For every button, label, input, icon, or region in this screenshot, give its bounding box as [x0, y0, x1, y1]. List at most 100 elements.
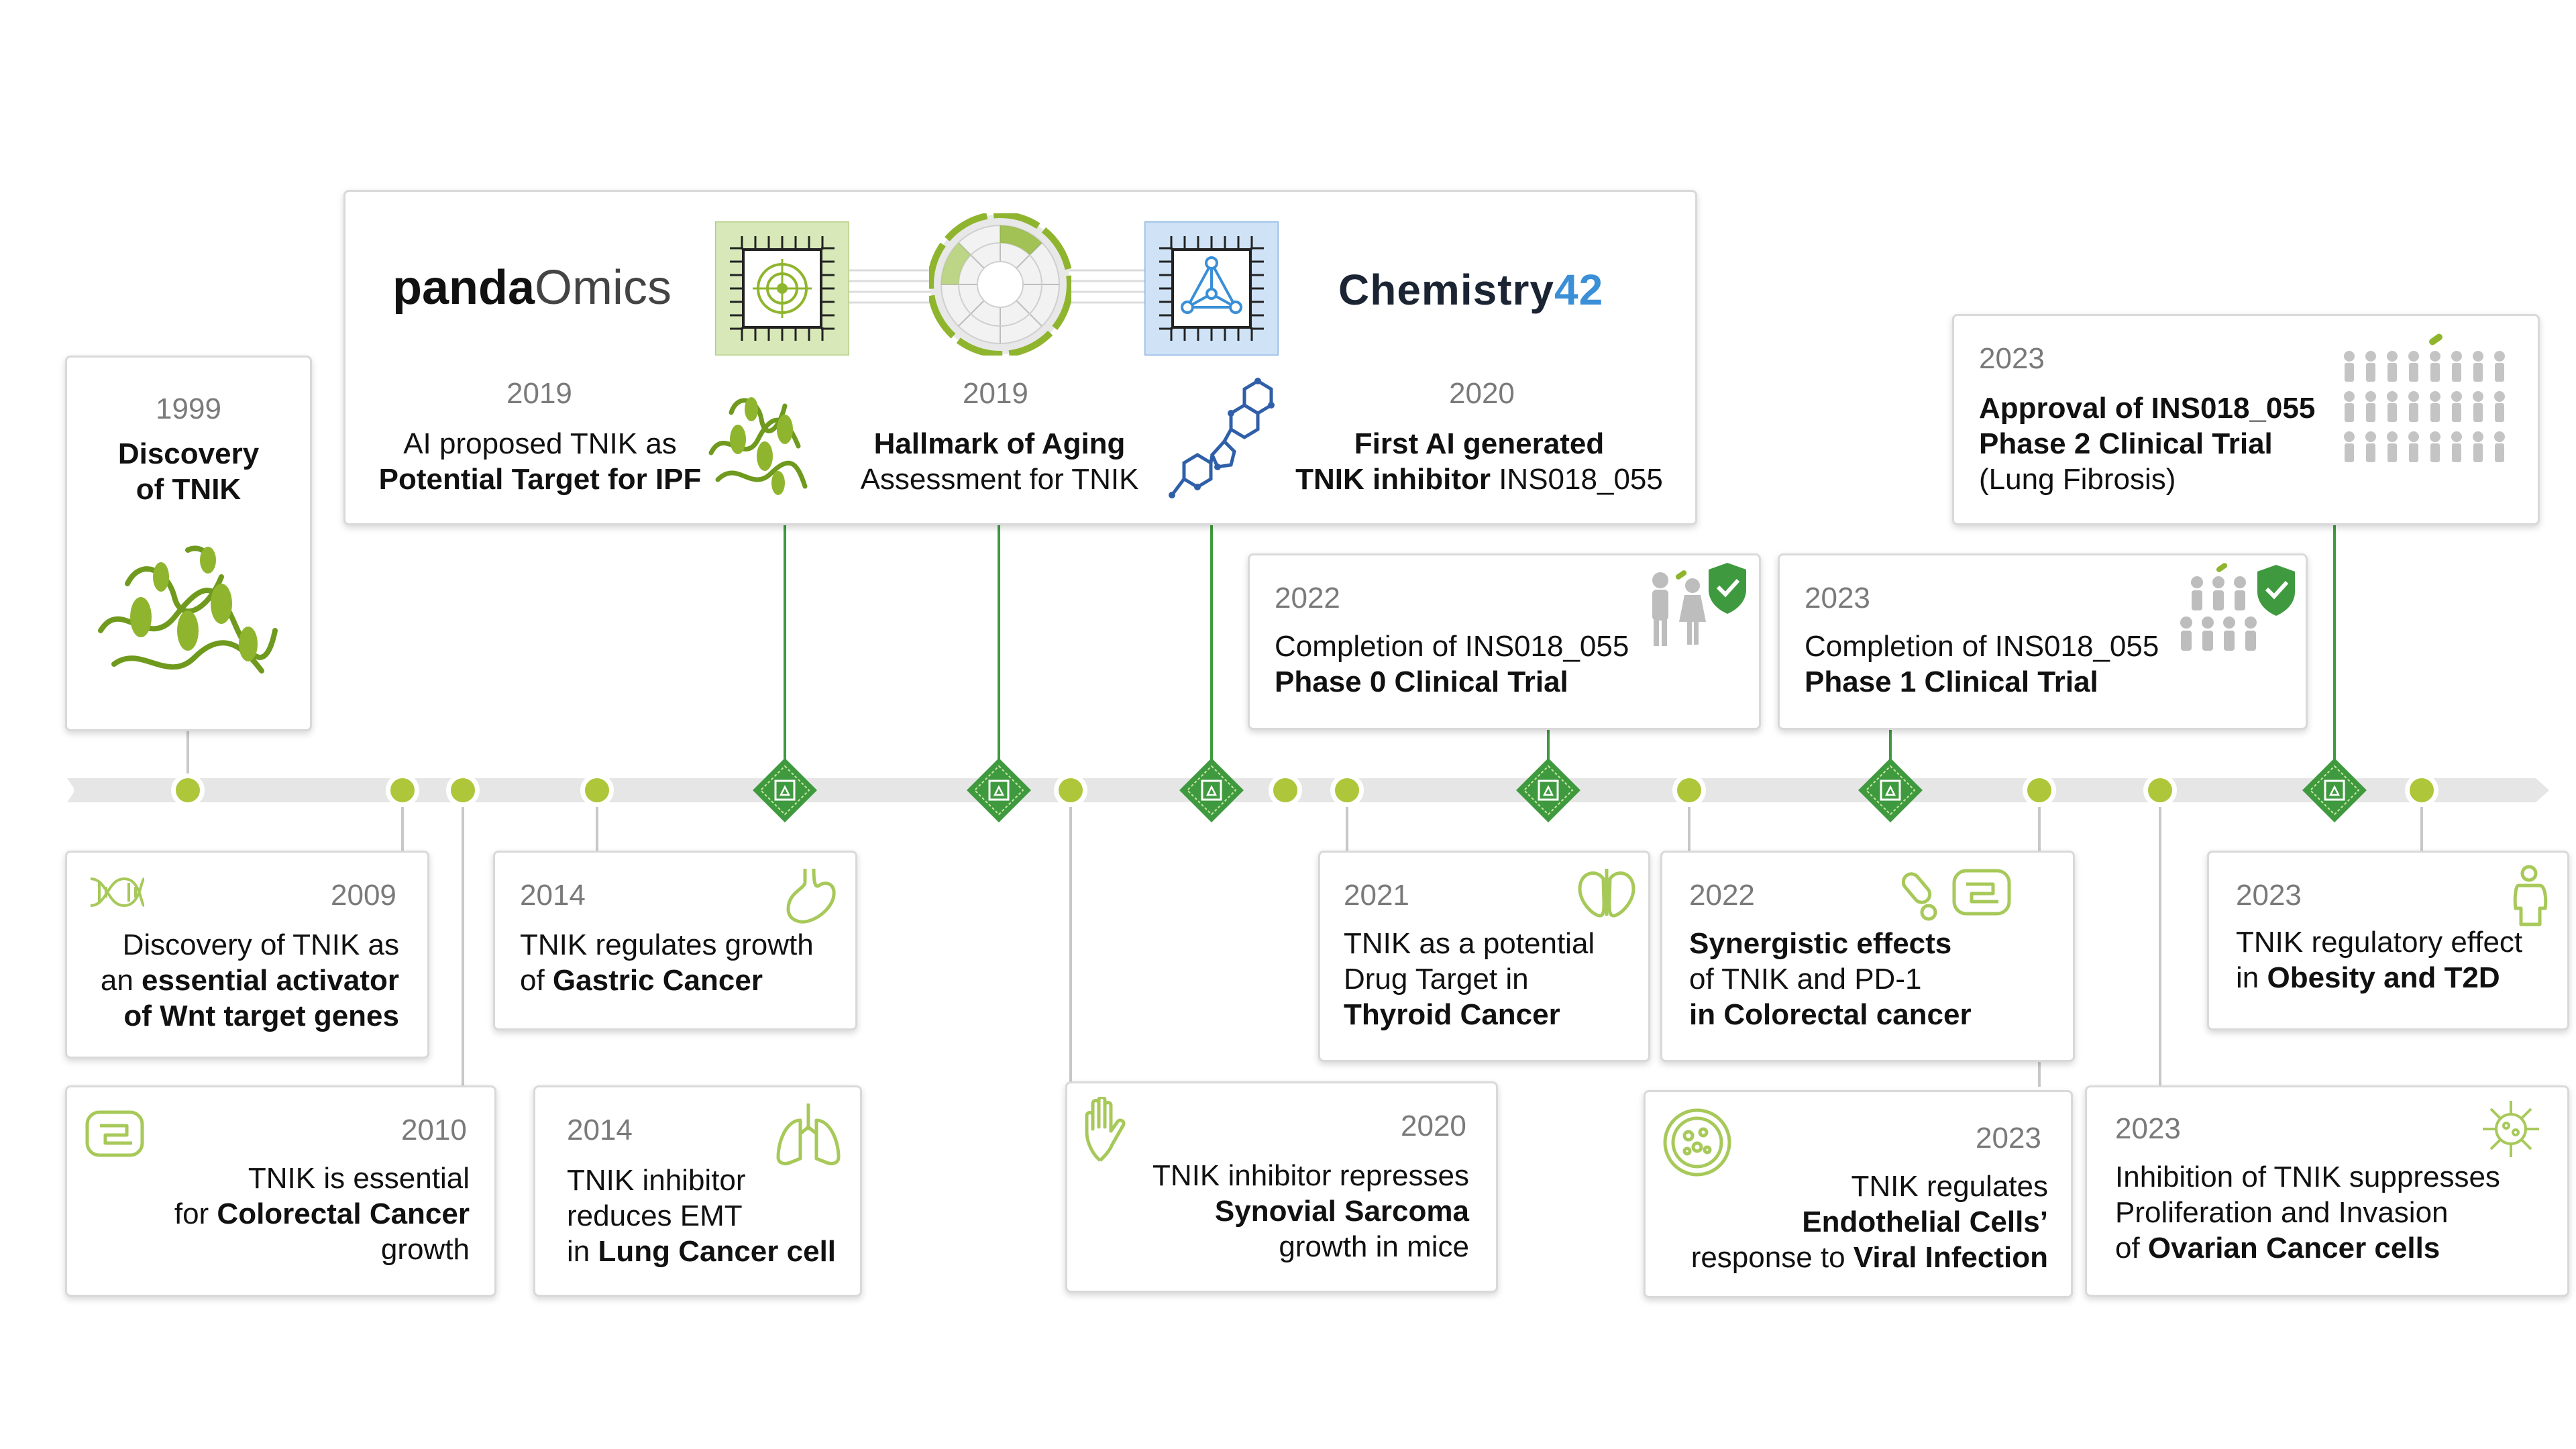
chemistry42-logo-part2: 42	[1554, 266, 1604, 314]
event-year: 2023	[1805, 582, 1870, 614]
event-year: 2022	[1689, 879, 1755, 912]
people-shield-icon	[1652, 563, 1746, 646]
pills-intestine-icon	[1902, 869, 2011, 921]
event-card-2014-gastric	[493, 851, 857, 1030]
event-line: (Lung Fibrosis)	[1979, 463, 2176, 496]
event-card-2022-synergistic	[1660, 851, 2075, 1062]
connector-2023-phase1	[1889, 730, 1892, 766]
event-line: of TNIK	[136, 473, 241, 506]
event-card-2020-sarcoma	[1065, 1081, 1498, 1293]
chemistry42-logo-part1: Chemistry	[1338, 266, 1554, 314]
event-card-2009	[65, 851, 429, 1059]
timeline-dot-2020b	[1269, 773, 1302, 807]
event-line: Approval of INS018_055	[1979, 392, 2316, 425]
event-text-ipf: AI proposed TNIK as Potential Target for…	[366, 426, 714, 497]
connector-2009	[401, 795, 404, 852]
event-line: TNIK regulates	[1851, 1170, 2048, 1203]
connector-2019-ipf	[784, 525, 786, 766]
connector-2020-sarcoma	[1069, 795, 1072, 1083]
event-year: 2023	[2115, 1112, 2181, 1145]
event-year: 2023	[1979, 342, 2045, 375]
cell-dish-icon	[1663, 1108, 1731, 1177]
chemistry42-logo: Chemistry42	[1338, 265, 1603, 315]
lungs-icon	[776, 1104, 841, 1166]
event-text-phase2: Approval of INS018_055 Phase 2 Clinical …	[1979, 390, 2315, 497]
connector-2023-ovarian	[2159, 795, 2161, 1087]
event-line-bold: TNIK inhibitor	[1295, 463, 1491, 496]
thyroid-icon	[1578, 869, 1635, 918]
people-group-shield-icon	[2180, 563, 2295, 651]
event-line: Discovery	[117, 437, 260, 470]
event-line: Endothelial Cells’	[1802, 1205, 2048, 1238]
event-year: 1999	[156, 392, 221, 425]
connector-2023-obesity	[2420, 795, 2423, 852]
pandaomics-logo-part2: Omics	[535, 261, 672, 315]
event-text-2023-ovarian: Inhibition of TNIK suppresses Proliferat…	[2115, 1159, 2500, 1266]
aging-wheel-icon	[929, 213, 1071, 356]
event-text-2020-sarcoma: TNIK inhibitor represses Synovial Sarcom…	[1073, 1158, 1469, 1265]
event-text-2023-obesity: TNIK regulatory effect in Obesity and T2…	[2236, 924, 2522, 996]
stomach-icon	[786, 868, 836, 924]
event-card-2023-obesity	[2207, 851, 2569, 1030]
event-line: Thyroid Cancer	[1344, 998, 1560, 1031]
event-line: TNIK regulates growth	[520, 928, 814, 961]
event-year: 2009	[331, 879, 396, 912]
event-text-2010: TNIK is essential for Colorectal Cancer …	[74, 1161, 470, 1267]
event-line-bold: Colorectal Cancer	[217, 1197, 470, 1230]
event-line: of	[520, 964, 553, 997]
event-line: of Wnt target genes	[123, 1000, 399, 1032]
connector-2023-phase2	[2333, 525, 2336, 766]
event-line: in	[2236, 961, 2267, 994]
connector-2021	[1346, 795, 1348, 852]
event-year: 2014	[520, 879, 586, 912]
event-line: First AI generated	[1354, 427, 1605, 460]
event-line: Completion of INS018_055	[1805, 630, 2159, 663]
connector-2014-gastric	[596, 795, 598, 852]
event-line: AI proposed TNIK as	[403, 427, 677, 460]
event-line-bold: essential activator	[142, 964, 399, 997]
event-line: response to	[1690, 1241, 1854, 1274]
event-year: 2019	[963, 377, 1028, 410]
event-line-bold: Viral Infection	[1853, 1241, 2048, 1274]
event-line: Phase 1 Clinical Trial	[1805, 665, 2098, 698]
virus-icon	[2483, 1101, 2539, 1157]
event-text-2023-viral: TNIK regulates Endothelial Cells’ respon…	[1650, 1169, 2048, 1275]
event-line: Inhibition of TNIK suppresses	[2115, 1161, 2500, 1193]
intestine-icon	[85, 1110, 144, 1157]
dna-icon	[90, 877, 146, 908]
event-line: reduces EMT	[567, 1199, 743, 1232]
molecule-chip-icon	[1144, 221, 1279, 356]
event-line: Discovery of TNIK as	[122, 928, 399, 961]
event-text-2022-synergistic: Synergistic effects of TNIK and PD-1 in …	[1689, 926, 1972, 1032]
connector-2022-phase0	[1547, 730, 1550, 766]
event-line-bold: Obesity and T2D	[2267, 961, 2500, 994]
event-line: in Colorectal cancer	[1689, 998, 1972, 1031]
event-text-2009: Discovery of TNIK as an essential activa…	[74, 927, 399, 1034]
event-line: TNIK as a potential	[1344, 927, 1595, 960]
event-line-rest: INS018_055	[1490, 463, 1663, 496]
timeline-dot-2014	[580, 773, 614, 807]
event-card-2023-ovarian	[2085, 1085, 2569, 1297]
event-year: 2020	[1449, 377, 1515, 410]
event-text-2021-thyroid: TNIK as a potential Drug Target in Thyro…	[1344, 926, 1595, 1032]
event-line: for	[174, 1197, 217, 1230]
pandaomics-logo: pandaOmics	[392, 260, 672, 315]
event-line-bold: Lung Cancer cell	[598, 1235, 837, 1268]
event-line: growth in mice	[1279, 1230, 1469, 1263]
molecule-icon	[1169, 378, 1275, 498]
event-line: Synergistic effects	[1689, 927, 1952, 960]
event-line: Completion of INS018_055	[1275, 630, 1629, 663]
pandaomics-logo-part1: panda	[392, 261, 535, 315]
diamond-chip-marker	[753, 758, 817, 822]
protein-structure-icon	[708, 397, 808, 495]
hand-icon	[1085, 1097, 1126, 1162]
timeline-dot-1999	[171, 773, 205, 807]
person-body-icon	[2513, 865, 2548, 926]
connector-2020-chem	[1210, 525, 1213, 766]
event-line: TNIK inhibitor	[567, 1164, 746, 1197]
timeline-dot-2021	[1330, 773, 1364, 807]
event-year: 2014	[567, 1114, 633, 1146]
event-line: an	[100, 964, 142, 997]
event-year: 2023	[1976, 1122, 2041, 1155]
connector-2010	[462, 795, 464, 1087]
